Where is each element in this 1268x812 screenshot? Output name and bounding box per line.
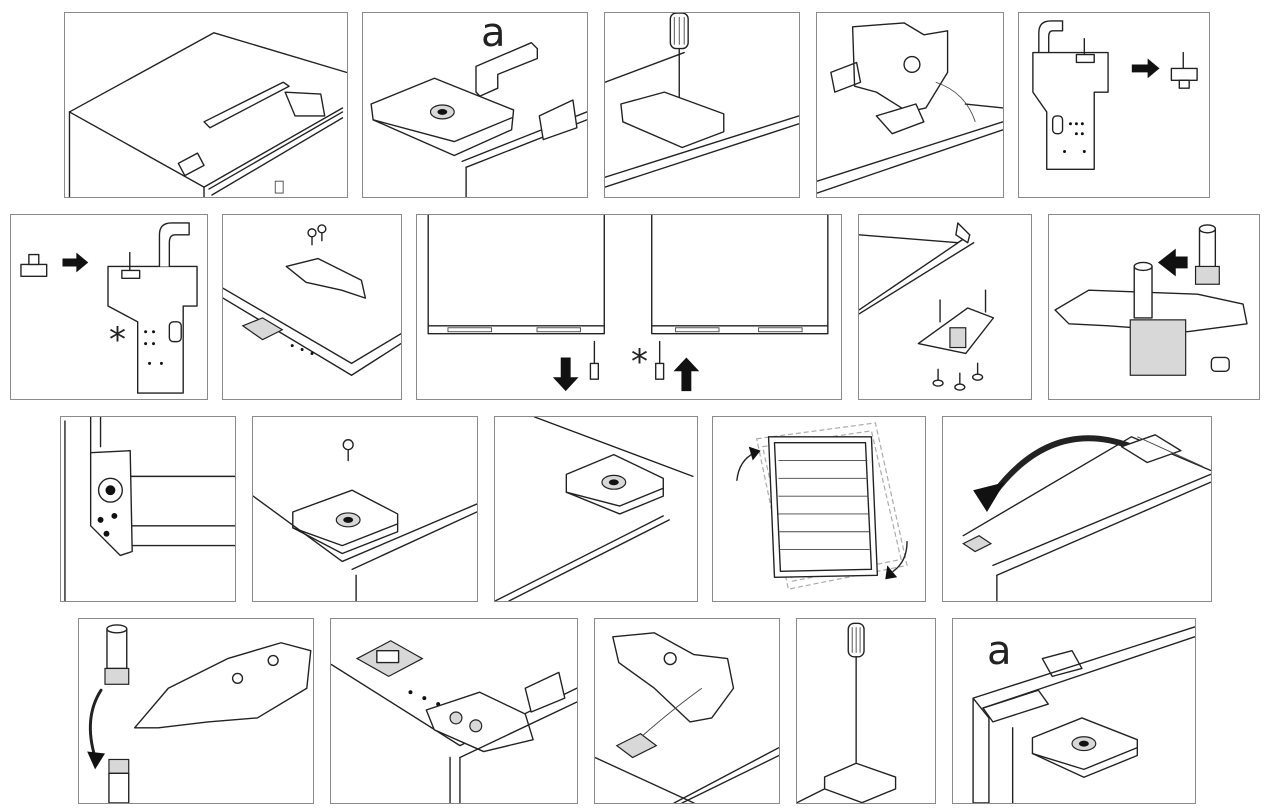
hinge-cover-screw-illustration	[253, 439, 477, 601]
screw-icon	[954, 372, 966, 391]
step-16-panel	[78, 618, 314, 804]
step-17-panel	[330, 618, 578, 804]
screwdriver-on-hinge-illustration	[605, 13, 799, 188]
hinge-pin-transfer-illustration	[1032, 20, 1198, 170]
step-6-panel: *	[10, 214, 208, 400]
step-9-panel	[858, 214, 1032, 400]
hinge-pin-flip-illustration	[87, 624, 312, 803]
arrow-right-icon	[1131, 58, 1160, 79]
part-a-label: a	[481, 12, 506, 56]
arrow-up-icon	[673, 357, 700, 392]
step-18-panel	[594, 618, 780, 804]
step-15-panel	[942, 416, 1212, 602]
step-3-panel	[604, 12, 800, 198]
screwdriver-tighten-illustration	[797, 622, 897, 803]
screw-icon	[971, 362, 984, 381]
hinge-cover-part-a-refit-illustration	[972, 626, 1195, 803]
foot-screw-icon	[589, 340, 600, 380]
upper-hinge-bracket-illustration	[817, 22, 1003, 194]
asterisk-label: *	[109, 320, 126, 360]
cabinet-foot-swap-illustration	[427, 215, 829, 392]
step-12-panel	[252, 416, 478, 602]
hinge-relocation-rotation-illustration	[962, 434, 1211, 601]
step-20-panel: a	[952, 618, 1196, 804]
foot-screw-icon	[655, 340, 665, 380]
lower-hinge-screws-illustration	[859, 222, 995, 391]
hinge-pin-reinstall-illustration	[20, 222, 198, 394]
step-1-panel	[64, 12, 348, 198]
flip-arrow-icon	[88, 688, 103, 759]
step-4-panel	[816, 12, 1004, 198]
asterisk-label: *	[631, 342, 648, 382]
step-7-panel	[222, 214, 402, 400]
hinge-bracket-reinstall-illustration	[595, 632, 779, 803]
step-19-panel	[796, 618, 936, 804]
screw-icon	[932, 368, 944, 387]
step-5-panel	[1018, 12, 1210, 198]
rotate-arrow-icon	[892, 540, 908, 573]
step-8-panel: *	[416, 214, 842, 400]
arrow-left-icon	[1157, 248, 1188, 277]
step-10-panel	[1048, 214, 1260, 400]
side-hinge-bracket-illustration	[64, 417, 235, 601]
hinge-cover-installed-illustration	[495, 417, 694, 601]
part-a-label: a	[987, 628, 1012, 674]
lower-hinge-pin-swap-illustration	[1054, 224, 1248, 376]
screw-icon	[342, 439, 354, 462]
hinge-plate-screws-illustration	[223, 224, 401, 376]
step-14-panel	[712, 416, 926, 602]
screw-icon	[317, 224, 327, 242]
arrow-right-icon	[62, 252, 89, 273]
hinge-cover-with-part-a-illustration	[370, 41, 587, 197]
top-hinge-cover-removal-illustration	[68, 32, 347, 197]
rotate-arrow-icon	[991, 435, 1135, 496]
step-13-panel	[494, 416, 698, 602]
step-2-panel: a	[362, 12, 588, 198]
step-11-panel	[60, 416, 236, 602]
screw-icon	[307, 228, 317, 246]
door-gasket-rotation-illustration	[736, 422, 908, 590]
hinge-plate-mounted-illustration	[331, 640, 577, 803]
arrow-down-icon	[552, 357, 579, 392]
